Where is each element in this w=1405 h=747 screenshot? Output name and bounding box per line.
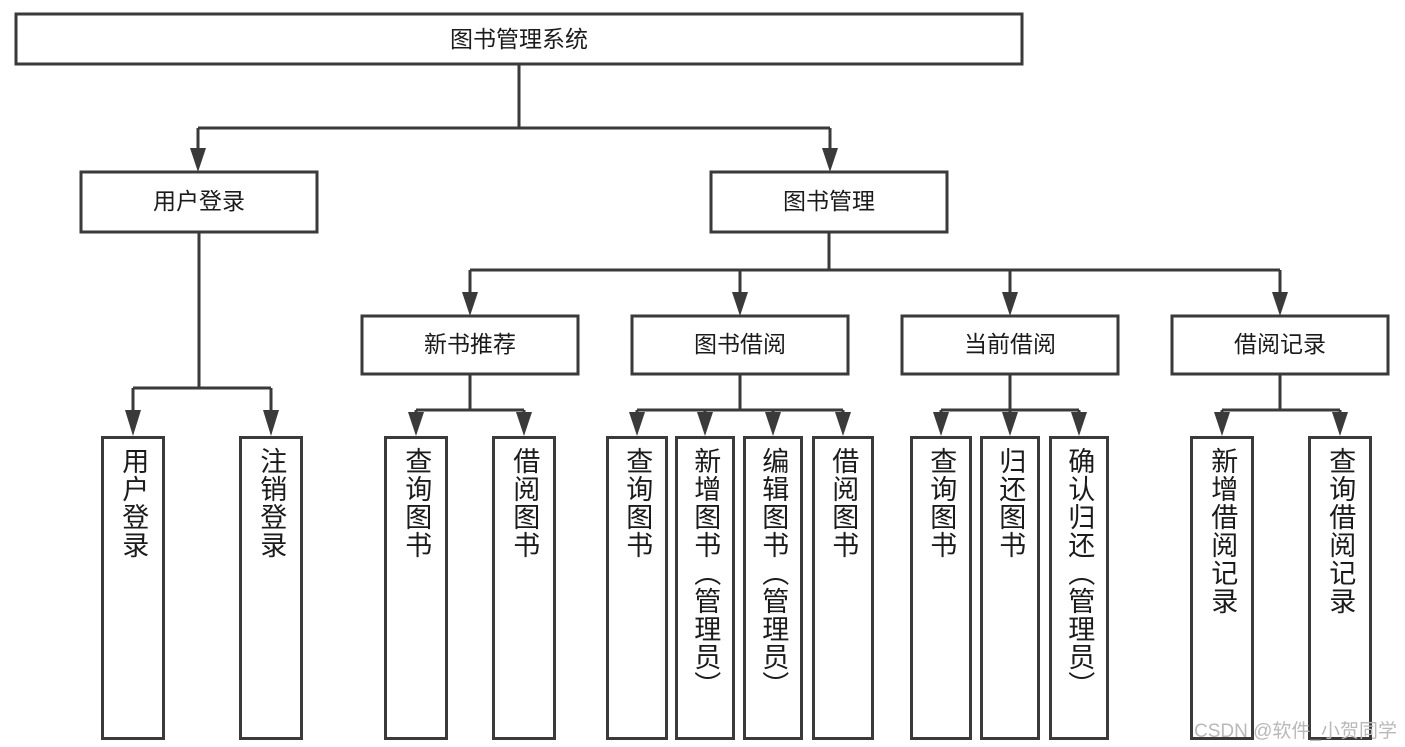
node-current-borrow[interactable]: 当前借阅: [900, 314, 1120, 376]
arrow-to-leaf-borrow-book-b: [835, 412, 851, 436]
leaf-confirm-return-admin-label: 确认归还（管理员）: [1064, 447, 1095, 699]
edge-root-to-level2: [190, 64, 838, 172]
leaf-query-borrow-record[interactable]: 查询借阅记录: [1308, 436, 1372, 740]
leaf-borrow-book-borrow[interactable]: 借阅图书: [812, 436, 874, 740]
arrow-to-leaf-confirm-return: [1071, 412, 1087, 436]
node-new-book-rec[interactable]: 新书推荐: [360, 314, 580, 376]
new-book-rec-box[interactable]: [360, 314, 580, 376]
arrow-to-new-book-rec: [462, 292, 478, 316]
current-borrow-label: 当前借阅: [964, 331, 1056, 357]
leaf-query-book-newrec-label: 查询图书: [401, 447, 432, 559]
arrow-to-leaf-query-book-b: [629, 412, 645, 436]
edge-borrowrecord-to-leaves: [1214, 374, 1348, 436]
node-root[interactable]: 图书管理系统: [14, 12, 1024, 66]
arrow-to-borrow-record: [1272, 292, 1288, 316]
leaf-add-borrow-record-label: 新增借阅记录: [1207, 447, 1238, 615]
leaf-query-book-borrow[interactable]: 查询图书: [606, 436, 668, 740]
leaf-query-borrow-record-label: 查询借阅记录: [1325, 447, 1356, 615]
arrow-to-leaf-add-record: [1214, 412, 1230, 436]
borrow-record-label: 借阅记录: [1234, 331, 1326, 357]
node-borrow-record[interactable]: 借阅记录: [1170, 314, 1390, 376]
book-borrow-box[interactable]: [630, 314, 850, 376]
arrow-to-leaf-edit-book: [765, 412, 781, 436]
root-box[interactable]: [14, 12, 1024, 66]
arrow-to-leaf-add-book: [697, 412, 713, 436]
leaf-confirm-return-admin[interactable]: 确认归还（管理员）: [1049, 436, 1109, 740]
leaf-user-login[interactable]: 用户登录: [101, 436, 165, 740]
leaf-return-book-label: 归还图书: [995, 447, 1026, 559]
arrow-to-user-login: [190, 148, 206, 172]
arrow-to-leaf-query-book-c: [933, 412, 949, 436]
edge-currentborrow-to-leaves: [933, 374, 1087, 436]
leaf-edit-book-admin-label: 编辑图书（管理员）: [758, 447, 789, 699]
leaf-borrow-book-newrec[interactable]: 借阅图书: [492, 436, 556, 740]
arrow-to-leaf-return-book: [1002, 412, 1018, 436]
user-login-label: 用户登录: [153, 188, 245, 214]
leaf-add-borrow-record[interactable]: 新增借阅记录: [1190, 436, 1254, 740]
arrow-to-current-borrow: [1002, 292, 1018, 316]
node-book-borrow[interactable]: 图书借阅: [630, 314, 850, 376]
edge-bookmanage-to-level3: [462, 232, 1288, 316]
leaf-query-book-current-label: 查询图书: [926, 447, 957, 559]
leaf-add-book-admin[interactable]: 新增图书（管理员）: [675, 436, 735, 740]
node-book-manage[interactable]: 图书管理: [709, 170, 949, 234]
leaf-query-book-current[interactable]: 查询图书: [910, 436, 972, 740]
leaf-add-book-admin-label: 新增图书（管理员）: [690, 447, 721, 699]
arrow-to-book-borrow: [732, 292, 748, 316]
arrow-to-leaf-query-record: [1332, 412, 1348, 436]
edge-newbookrec-to-leaves: [408, 374, 532, 436]
leaf-logout[interactable]: 注销登录: [239, 436, 303, 740]
leaf-borrow-book-newrec-label: 借阅图书: [509, 447, 540, 559]
leaf-logout-label: 注销登录: [256, 447, 287, 559]
arrow-to-leaf-user-login: [125, 410, 141, 436]
edge-bookborrow-to-leaves: [629, 374, 851, 436]
leaf-query-book-newrec[interactable]: 查询图书: [384, 436, 448, 740]
leaf-return-book[interactable]: 归还图书: [980, 436, 1040, 740]
current-borrow-box[interactable]: [900, 314, 1120, 376]
new-book-rec-label: 新书推荐: [424, 331, 516, 357]
book-manage-label: 图书管理: [783, 188, 875, 214]
node-user-login[interactable]: 用户登录: [79, 170, 319, 234]
arrow-to-leaf-query-book-a: [408, 412, 424, 436]
leaf-borrow-book-borrow-label: 借阅图书: [828, 447, 859, 559]
arrow-to-leaf-borrow-book-a: [516, 412, 532, 436]
arrow-to-leaf-logout: [263, 410, 279, 436]
leaf-user-login-label: 用户登录: [118, 447, 149, 559]
edge-userlogin-to-leaves: [125, 232, 279, 436]
leaf-query-book-borrow-label: 查询图书: [622, 447, 653, 559]
root-label: 图书管理系统: [450, 26, 588, 52]
arrow-to-book-manage: [822, 148, 838, 172]
book-borrow-label: 图书借阅: [694, 331, 786, 357]
leaf-edit-book-admin[interactable]: 编辑图书（管理员）: [743, 436, 803, 740]
